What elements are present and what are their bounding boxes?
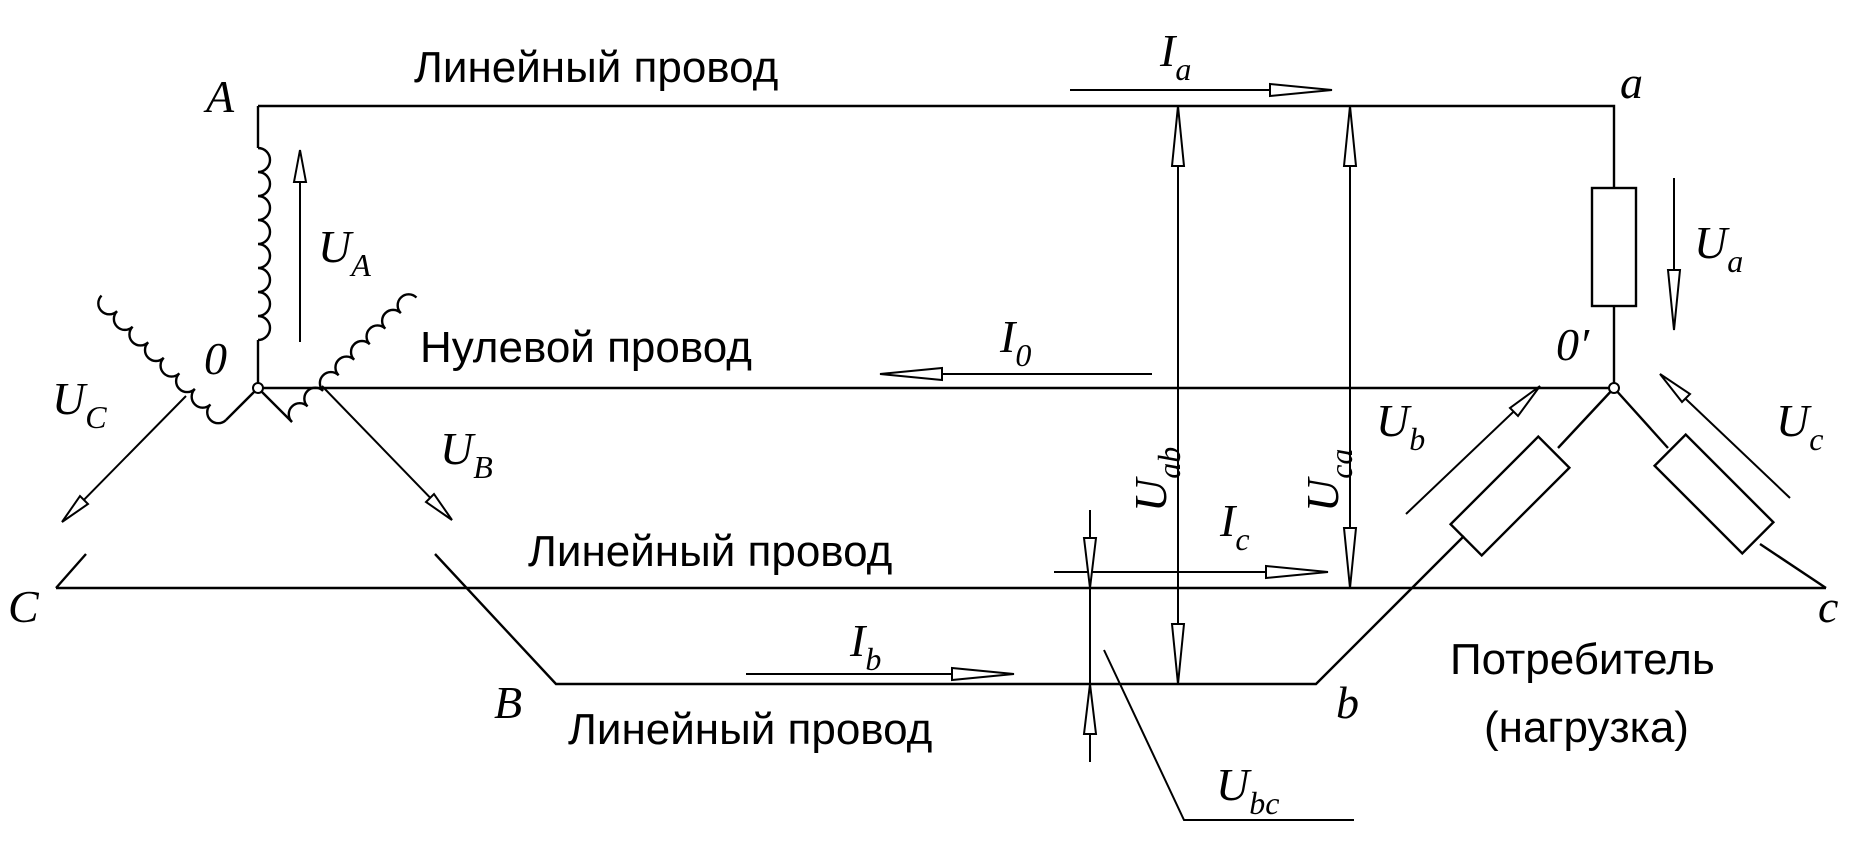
label-ub-gen: UB <box>440 423 493 485</box>
node-label-0prime: 0′ <box>1556 319 1590 370</box>
label-ib: Ib <box>849 615 881 677</box>
arrow-ua-load <box>1666 178 1682 331</box>
line-wire-a <box>258 104 1616 188</box>
label-ic: Ic <box>1219 495 1250 557</box>
arrows <box>61 82 1791 821</box>
current-labels: Ia I0 Ic Ib <box>849 25 1250 677</box>
node-0-dot <box>252 382 264 394</box>
node-label-C: C <box>8 581 40 632</box>
arrow-uab <box>1170 105 1186 685</box>
label-neutral-wire: Нулевой провод <box>420 323 752 372</box>
label-ubc: Ubc <box>1216 759 1279 821</box>
label-uc-load: Uc <box>1776 395 1823 457</box>
label-uc-gen: UC <box>52 373 107 435</box>
label-i0: I0 <box>999 311 1031 373</box>
arrow-ic <box>1054 564 1329 580</box>
arrow-uc <box>61 395 187 523</box>
arrow-ubc <box>1082 510 1354 821</box>
load-c-lead <box>1613 387 1669 449</box>
arrow-uca <box>1342 105 1358 589</box>
line-wire-c <box>55 553 1826 590</box>
arrow-ua <box>292 149 308 342</box>
node-labels: A 0 C B a 0′ b c <box>8 57 1838 728</box>
arrow-uc-load <box>1659 373 1791 499</box>
line-wire-b <box>434 535 1465 686</box>
load-resistor-a <box>1590 186 1638 308</box>
label-line-wire-top: Линейный провод <box>414 43 778 92</box>
winding-b <box>287 293 418 423</box>
node-label-b: b <box>1336 677 1359 728</box>
node-label-A: A <box>203 71 235 122</box>
label-ia: Ia <box>1159 25 1191 87</box>
arrow-i0 <box>879 366 1152 382</box>
label-uca: Uca <box>1297 449 1359 512</box>
load-resistor-c <box>1652 432 1776 556</box>
node-label-B: B <box>494 677 522 728</box>
arrow-ib <box>746 666 1015 682</box>
arrow-ub-load <box>1405 385 1541 515</box>
wires <box>55 104 1827 686</box>
label-consumer: Потребитель <box>1450 635 1715 684</box>
label-ub-load: Ub <box>1376 395 1425 457</box>
winding-b-lead <box>257 387 293 423</box>
arrow-ub <box>321 385 453 521</box>
winding-c-lead <box>225 387 259 421</box>
label-ua-gen: UA <box>318 221 371 283</box>
node-label-0: 0 <box>204 333 227 384</box>
wire-labels: Линейный провод Нулевой провод Линейный … <box>414 43 1715 754</box>
node-label-c: c <box>1818 581 1838 632</box>
load-resistor-b <box>1448 434 1572 558</box>
label-ua-load: Ua <box>1694 217 1743 279</box>
label-line-wire-middle: Линейный провод <box>528 527 892 576</box>
load-b-lead <box>1557 387 1615 449</box>
label-uab: Uab <box>1125 447 1187 512</box>
load-c-lower-lead <box>1759 543 1827 589</box>
label-load: (нагрузка) <box>1484 703 1689 752</box>
node-label-a: a <box>1620 57 1643 108</box>
arrow-ia <box>1070 82 1333 98</box>
voltage-labels: UA UC UB Ua Ub Uc Uab Uca Ubc <box>52 217 1823 821</box>
winding-a <box>257 146 272 342</box>
node-0prime-dot <box>1608 382 1620 394</box>
winding-c <box>97 294 227 425</box>
label-line-wire-bottom: Линейный провод <box>568 705 932 754</box>
